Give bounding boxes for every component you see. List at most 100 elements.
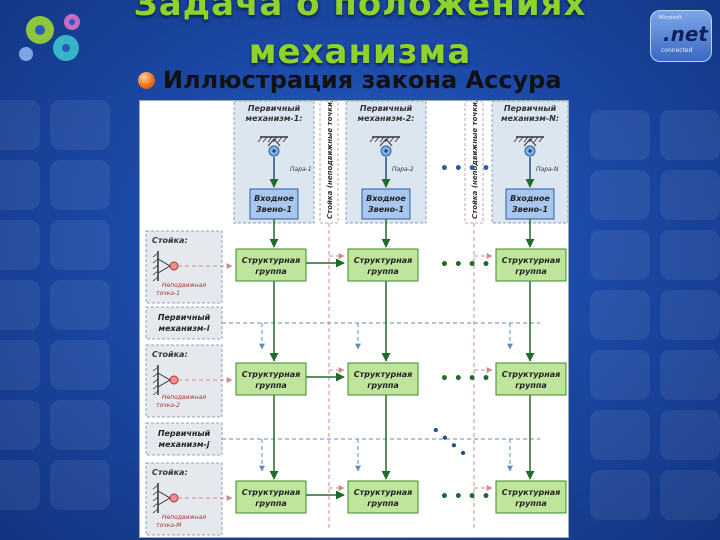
primary-mechanism-label: Первичный [158, 429, 211, 438]
background-tile [590, 290, 650, 340]
background-tile [50, 280, 110, 330]
fixed-point-icon [169, 493, 179, 503]
background-tile [0, 280, 40, 330]
group-label: группа [367, 267, 399, 276]
fixed-point-label: точка-2 [156, 402, 180, 409]
flow-arrows [269, 219, 535, 500]
ellipsis-dots: • • • • [440, 489, 490, 505]
input-link-box [505, 188, 555, 220]
stand-row-2: Стойка: Неподвижная точка-2 [152, 350, 206, 409]
group-label: группа [515, 499, 547, 508]
stand-label: Стойка: [152, 236, 188, 245]
background-tile [590, 410, 650, 460]
stand-row-3: Стойка: Неподвижная точка-M [152, 468, 206, 529]
ellipsis-dots: • • • • [440, 161, 490, 177]
top-mechanism-n: Первичный механизм-N: Пара-N Входное Зве… [501, 104, 559, 220]
bullet-icon [138, 72, 155, 89]
stand-label: Стойка: [152, 350, 188, 359]
group-label: Структурная [502, 370, 561, 379]
background-tile [660, 110, 720, 160]
background-tile [50, 400, 110, 450]
background-tile [660, 230, 720, 280]
fixed-point-icon [169, 375, 179, 385]
dotnet-logo: Microsoft .net connected [650, 10, 712, 62]
pair-label: Пара-1 [290, 166, 312, 173]
stand-vertical-label: Стойка (неподвижные точки) [326, 101, 334, 219]
group-label: группа [255, 499, 287, 508]
fixed-point-label: Неподвижная [162, 282, 206, 289]
background-tile [0, 100, 40, 150]
mechanism-title: механизм-2: [358, 114, 415, 123]
background-tile [0, 340, 40, 390]
fixed-point-label: Неподвижная [162, 514, 206, 521]
slide-title-line1: Задача о положениях [133, 0, 587, 24]
background-tile [0, 400, 40, 450]
background-tile [50, 460, 110, 510]
input-link-box [249, 188, 299, 220]
stand-vertical-label: Стойка (неподвижные точки) [471, 101, 479, 219]
slide-title-line2: механизма [248, 32, 472, 72]
fixed-point-label: точка-1 [156, 290, 180, 297]
structural-groups [235, 248, 567, 514]
mechanism-title: механизм-N: [501, 114, 559, 123]
group-label: Структурная [354, 370, 413, 379]
group-label: группа [367, 499, 399, 508]
group-label: Структурная [242, 256, 301, 265]
mechanism-title: Первичный [248, 104, 301, 113]
logo-brand-small: Microsoft [659, 15, 682, 21]
group-label: Структурная [242, 488, 301, 497]
fixed-point-icon [169, 261, 179, 271]
group-label: Структурная [502, 256, 561, 265]
background-tile [590, 170, 650, 220]
stand-band-2 [464, 101, 484, 224]
fixed-point-label: Неподвижная [162, 394, 206, 401]
background-tile [590, 230, 650, 280]
ellipsis-dots: • • • • [428, 423, 470, 462]
input-link-label: Входное [510, 194, 550, 203]
top-mechanism-2: Первичный механизм-2: Пара-2 Входное Зве… [358, 104, 415, 220]
background-tile [590, 470, 650, 520]
background-tile [50, 160, 110, 210]
group-label: Структурная [354, 488, 413, 497]
mechanism-title: Первичный [504, 104, 557, 113]
input-link-label: Звено-1 [256, 205, 292, 214]
group-label: группа [255, 381, 287, 390]
primary-mechanism-label: механизм-j [159, 440, 210, 449]
group-label: Структурная [354, 256, 413, 265]
ellipsis-dots: • • • • [440, 371, 490, 387]
fixed-point-label: точка-M [156, 522, 182, 529]
background-tile [0, 460, 40, 510]
pair-label: Пара-2 [392, 166, 414, 173]
background-tile [590, 110, 650, 160]
background-tile [50, 100, 110, 150]
mechanism-title: механизм-1: [246, 114, 303, 123]
group-label: Структурная [502, 488, 561, 497]
top-mechanism-1: Первичный механизм-1: Пара-1 Входное Зве… [246, 104, 312, 220]
input-link-label: Входное [366, 194, 406, 203]
background-tile [50, 340, 110, 390]
primary-mechanism-label: механизм-i [159, 324, 210, 333]
group-label: группа [515, 267, 547, 276]
group-label: группа [255, 267, 287, 276]
background-tile [660, 170, 720, 220]
input-link-label: Входное [254, 194, 294, 203]
diagram-canvas: Стойка (неподвижные точки) Стойка (непод… [145, 101, 568, 536]
input-link-box [361, 188, 411, 220]
background-tile [660, 470, 720, 520]
left-panels [145, 230, 223, 536]
group-label: группа [515, 381, 547, 390]
background-tile [660, 410, 720, 460]
primary-mechanism-label: Первичный [158, 313, 211, 322]
background-tile [660, 290, 720, 340]
stand-band-1 [319, 101, 339, 224]
mechanism-title: Первичный [360, 104, 413, 113]
background-tile [660, 350, 720, 400]
stand-label: Стойка: [152, 468, 188, 477]
gears-logo-icon [19, 14, 80, 61]
logo-brand: .net [663, 22, 708, 46]
input-link-label: Звено-1 [368, 205, 404, 214]
background-tile [590, 350, 650, 400]
logo-tagline: connected [661, 47, 693, 54]
group-label: Структурная [242, 370, 301, 379]
